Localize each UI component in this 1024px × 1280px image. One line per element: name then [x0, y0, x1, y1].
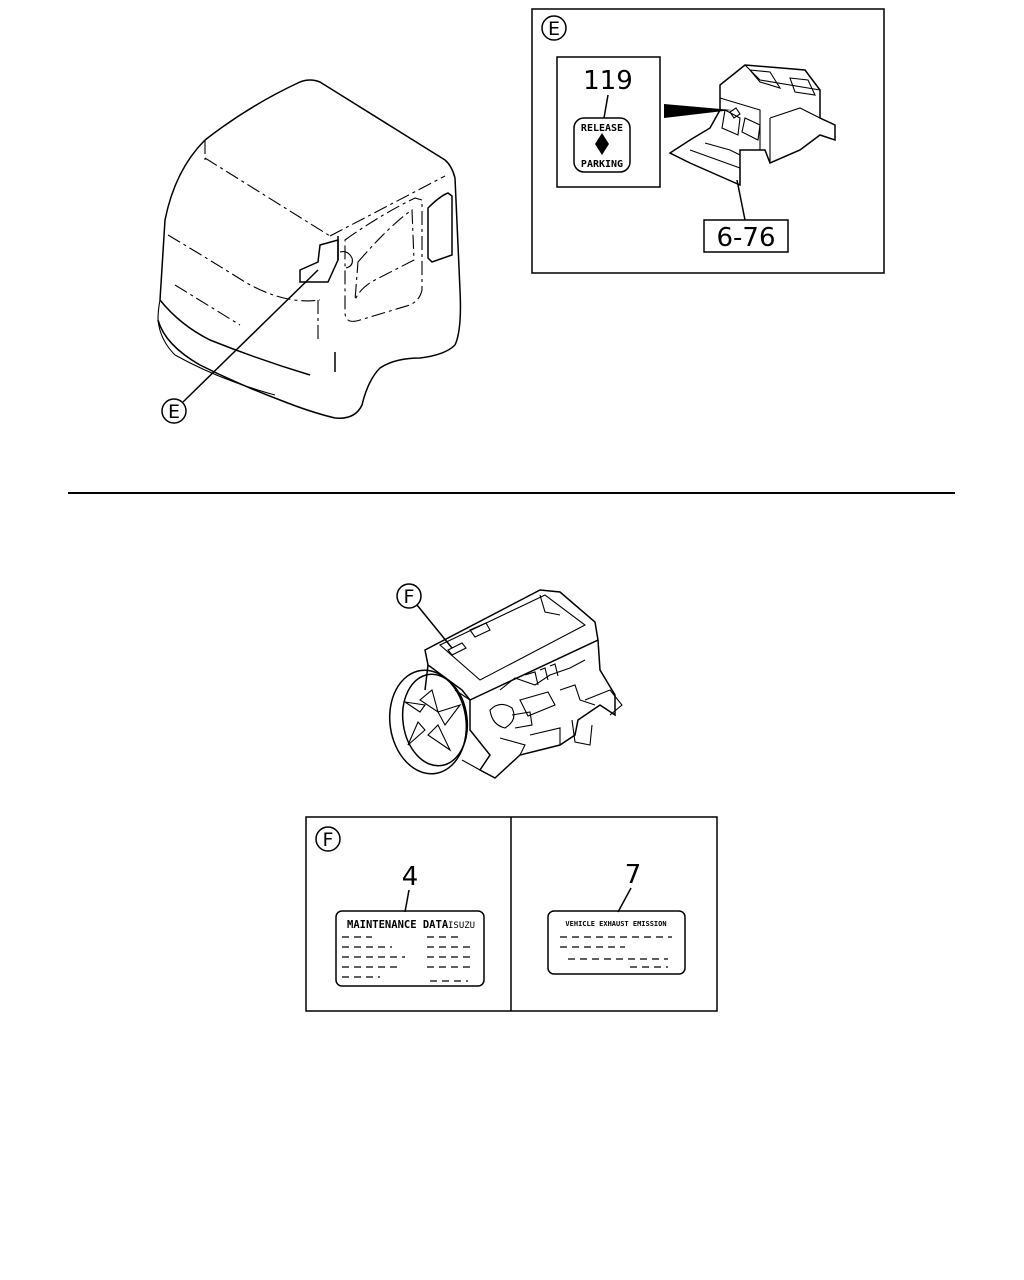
maintenance-data-label [335, 910, 485, 987]
leader-line-e [182, 269, 319, 403]
svg-text:6-76: 6-76 [716, 223, 775, 253]
vehicle-exhaust-emission-label [547, 910, 686, 975]
svg-text:RELEASE: RELEASE [581, 123, 623, 134]
part-number-4: 4 [402, 862, 419, 892]
maintenance-data-lines [342, 936, 475, 982]
svg-text:VEHICLE EXHAUST EMISSION: VEHICLE EXHAUST EMISSION [565, 920, 666, 928]
detail-f-panel: F 4 MAINTENANCE DATA ISUZU 7 VEHICLE EXH… [305, 816, 718, 1012]
part-number-119: 119 [583, 66, 633, 96]
svg-text:E: E [548, 18, 560, 40]
exhaust-emission-lines [560, 936, 672, 968]
double-arrow-icon [595, 133, 609, 155]
part-number-7: 7 [625, 860, 642, 890]
svg-text:ISUZU: ISUZU [448, 921, 475, 931]
leader-line-f [416, 604, 453, 649]
callout-f-engine: F [396, 583, 422, 609]
svg-text:F: F [323, 829, 334, 851]
svg-text:MAINTENANCE DATA: MAINTENANCE DATA [347, 919, 449, 931]
pointer-wedge [664, 104, 732, 118]
ref-box-6-76 [703, 219, 789, 253]
detail-e-panel: E 119 RELEASE PARKING 6-76 [531, 8, 885, 274]
svg-text:E: E [168, 401, 180, 423]
svg-text:PARKING: PARKING [581, 159, 623, 170]
callout-e-cab: E [161, 398, 187, 424]
release-parking-sticker [573, 117, 631, 173]
cab-illustration [157, 79, 462, 419]
engine-illustration [388, 589, 623, 779]
svg-text:F: F [404, 586, 415, 608]
console-illustration [668, 64, 836, 187]
parking-label-card [556, 56, 661, 188]
